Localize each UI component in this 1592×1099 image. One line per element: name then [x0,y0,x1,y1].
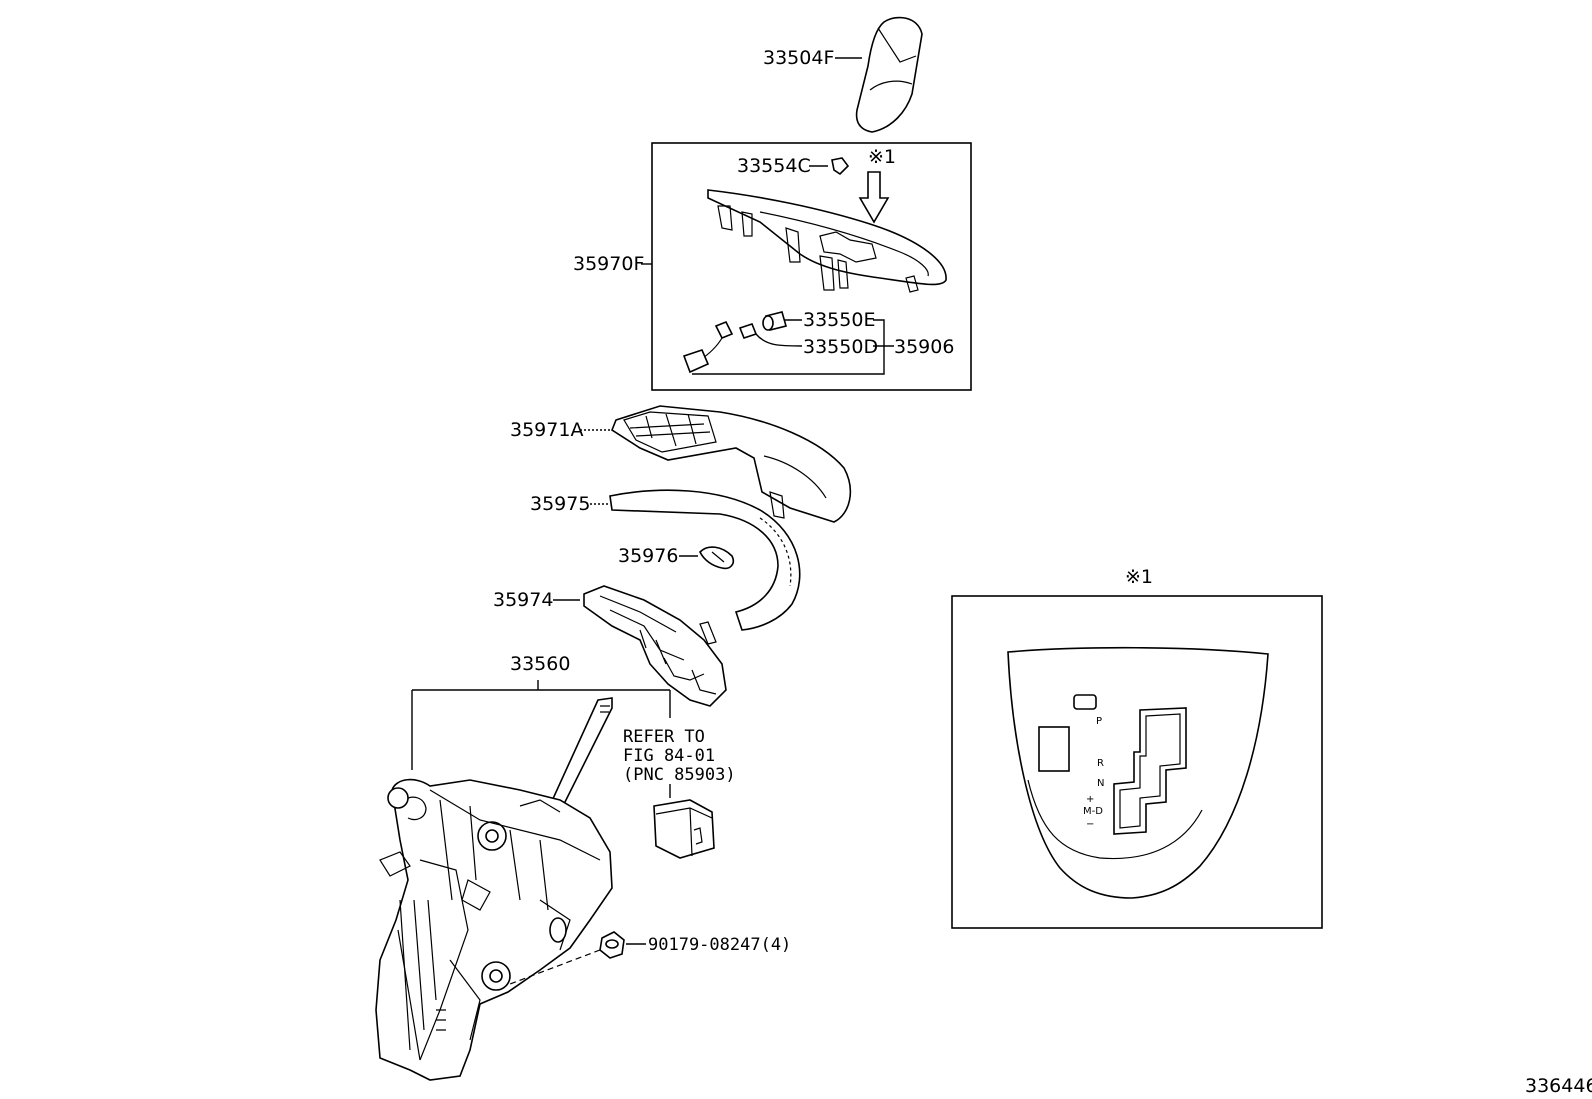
label-bulb-e: 33550E [803,309,875,331]
bolt-part[interactable] [599,931,625,959]
gear-plus: + [1086,794,1094,805]
cover-plate[interactable] [611,405,852,523]
shift-knob[interactable] [855,16,923,133]
indicator-sheet[interactable] [609,489,801,631]
label-sheet: 35975 [530,493,590,515]
gear-md: M-D [1083,806,1103,817]
label-bolt: 90179-08247(4) [648,935,791,955]
label-knob: 33504F [763,47,834,69]
shift-panel[interactable] [707,189,947,293]
label-shift-assy: 33560 [510,653,570,675]
shift-gate-detail: P R N + M-D − [1007,646,1269,899]
refer-line-3: (PNC 85903) [623,765,736,785]
indicator-piece[interactable] [699,546,735,570]
bulb-e[interactable] [762,311,787,331]
detail-mark: ※1 [1125,566,1153,588]
bulb-d[interactable] [738,323,758,339]
control-unit[interactable] [653,799,715,859]
gear-n: N [1097,778,1104,789]
shift-lever-assy[interactable] [375,697,613,1081]
slider-assy[interactable] [583,585,727,707]
label-clip: 33554C [737,155,811,177]
gear-minus: − [1086,819,1094,830]
gear-p: P [1096,716,1102,727]
gear-r: R [1097,758,1104,769]
panel-group-box [651,142,972,391]
note-mark: ※1 [868,146,896,168]
illustration-number: 336446 [1525,1075,1592,1097]
label-cover: 35971A [510,419,583,441]
view-arrow-icon [858,171,890,224]
label-indicator: 35976 [618,545,678,567]
refer-line-2: FIG 84-01 [623,746,715,766]
label-bulb-d: 33550D [803,336,878,358]
label-socket-assy: 35906 [894,336,954,358]
socket-wire[interactable] [682,320,734,374]
refer-line-1: REFER TO [623,727,705,747]
detail-view-box [951,595,1323,929]
label-slider: 35974 [493,589,553,611]
label-panel: 35970F [573,253,644,275]
clip-part[interactable] [831,157,850,176]
